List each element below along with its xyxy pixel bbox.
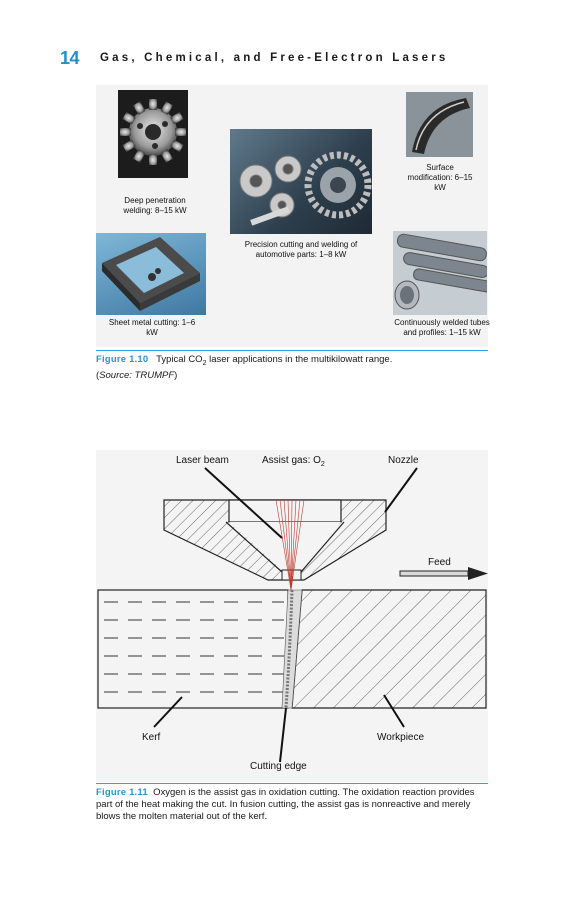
figure-1-11-rule xyxy=(96,783,488,784)
running-title: Gas, Chemical, and Free-Electron Lasers xyxy=(100,52,449,64)
sheet-metal-photo xyxy=(96,233,206,315)
figure-1-11-caption-text: Oxygen is the assist gas in oxidation cu… xyxy=(96,787,475,822)
surface-modification-photo xyxy=(406,92,473,157)
figure-1-10: Deep penetration welding: 8–15 kW Precis… xyxy=(96,85,490,347)
caption-text-post: laser applications in the multikilowatt … xyxy=(206,354,393,365)
label-workpiece: Workpiece xyxy=(377,732,425,743)
figure-1-11-caption: Figure 1.11 Oxygen is the assist gas in … xyxy=(96,787,491,823)
workpiece-left-dashes xyxy=(104,601,284,693)
label-assist-gas-sub: 2 xyxy=(320,461,325,468)
figure-1-10-rule xyxy=(96,350,488,351)
label-assist-gas: Assist gas: O2 xyxy=(262,455,325,468)
caption-deep-penetration: Deep penetration welding: 8–15 kW xyxy=(123,196,187,215)
label-nozzle: Nozzle xyxy=(388,455,419,466)
label-feed: Feed xyxy=(428,557,451,568)
caption-precision-cutting: Precision cutting and welding of automot… xyxy=(244,240,358,259)
caption-source-close: ) xyxy=(174,369,178,381)
feed-arrow xyxy=(399,567,488,580)
label-cutting-edge: Cutting edge xyxy=(250,761,307,772)
figure-1-11: Laser beam Assist gas: O2 Nozzle Feed Ke… xyxy=(96,450,488,782)
caption-source: Source: TRUMPF xyxy=(99,369,175,381)
oxidation-cutting-diagram xyxy=(97,467,488,763)
label-assist-gas-text: Assist gas: O xyxy=(262,455,321,466)
automotive-parts-photo xyxy=(230,129,372,234)
workpiece-left xyxy=(97,589,289,709)
caption-tubes: Continuously welded tubes and profiles: … xyxy=(394,318,490,337)
tubes-photo xyxy=(393,231,487,315)
caption-surface-modification: Surface modification: 6–15 kW xyxy=(407,163,473,192)
figure-1-11-label: Figure 1.11 xyxy=(96,787,148,798)
figure-1-10-label: Figure 1.10 xyxy=(96,354,149,365)
workpiece-right xyxy=(291,589,487,709)
caption-sheet-metal: Sheet metal cutting: 1–6 kW xyxy=(108,318,196,337)
label-laser-beam: Laser beam xyxy=(176,455,229,466)
caption-text-pre: Typical CO xyxy=(156,354,203,365)
gear-photo xyxy=(118,90,188,178)
caption-source-open: ( xyxy=(96,369,100,381)
caption-subscript: 2 xyxy=(202,359,207,367)
page-number: 14 xyxy=(60,48,80,68)
cutting-front xyxy=(284,589,294,709)
label-kerf: Kerf xyxy=(142,732,161,743)
figure-1-10-caption: Figure 1.10 Typical CO2 laser applicatio… xyxy=(96,354,491,382)
